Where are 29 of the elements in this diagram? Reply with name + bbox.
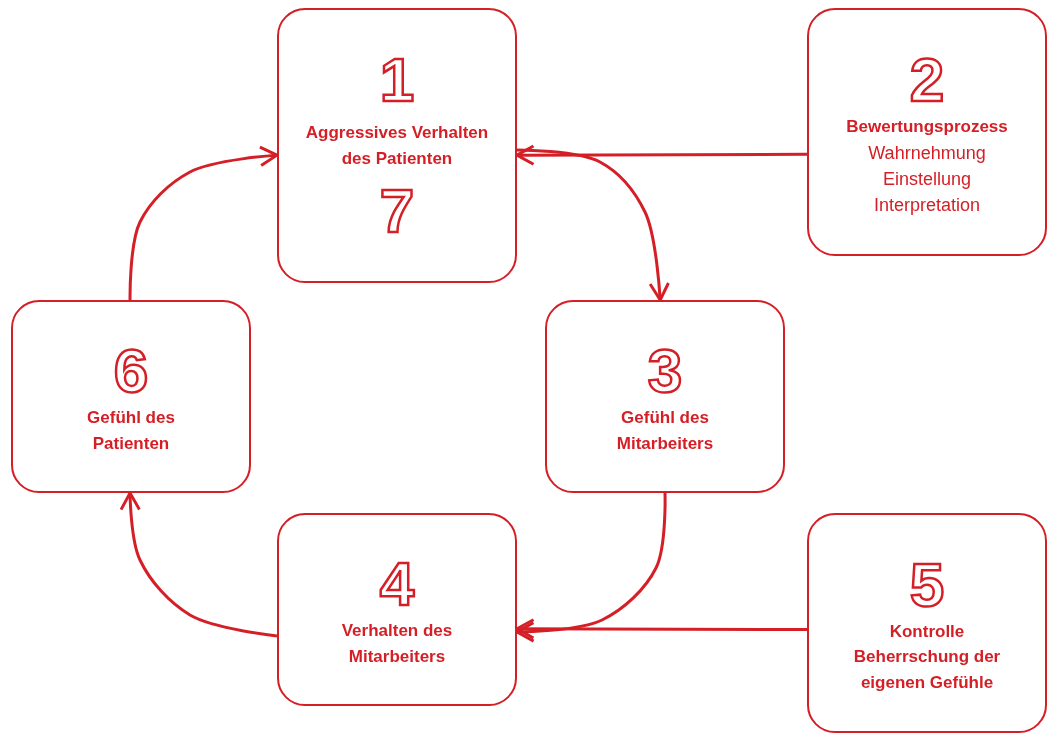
step-box	[807, 8, 1047, 256]
step-label: Gefühl des Patienten	[86, 407, 176, 455]
step-number: 6	[113, 336, 149, 406]
step-number: 7	[379, 177, 415, 246]
step-label: Wahrnehmung	[868, 141, 986, 165]
step-label: Interpretation	[873, 193, 981, 217]
step-box	[11, 300, 251, 493]
arrow	[119, 491, 278, 638]
step-number: 1	[379, 45, 415, 114]
arrow	[515, 618, 807, 640]
step-label: Kontrolle	[888, 620, 966, 643]
arrow	[515, 492, 667, 643]
step-label: Einstellung	[882, 167, 972, 191]
step-label: Verhalten des Mitarbeiters	[340, 620, 454, 668]
arrow	[128, 145, 279, 300]
step-number: 4	[379, 549, 415, 619]
arrow	[516, 148, 670, 302]
step-label: Aggressives Verhalten des Patienten	[304, 122, 490, 170]
step-number: 5	[909, 550, 945, 619]
step-number: 2	[909, 46, 945, 115]
step-label: Bewertungsprozess	[845, 116, 1009, 139]
step-label: Gefühl des Mitarbeiters	[615, 407, 715, 455]
step-number: 3	[647, 336, 683, 406]
step-label: Beherrschung der eigenen Gefühle	[852, 646, 1002, 694]
step-box	[277, 8, 517, 283]
arrow	[515, 144, 807, 166]
step-box	[545, 300, 785, 493]
step-box	[277, 513, 517, 706]
step-box	[807, 513, 1047, 733]
